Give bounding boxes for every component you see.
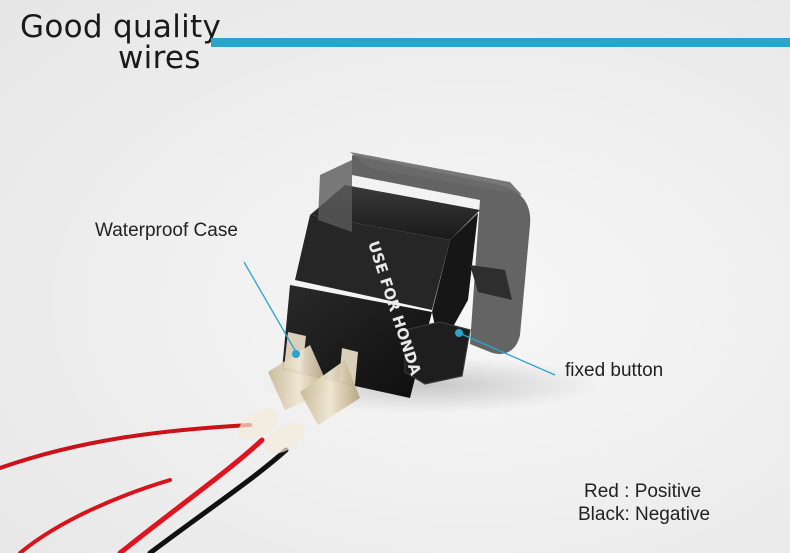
title-accent-bar: [211, 38, 790, 47]
fixed-button-marker: [455, 329, 463, 337]
page-title: Good quality wires: [20, 12, 221, 74]
legend-red-positive: Red : Positive: [584, 481, 702, 502]
fixed-button-clip: [404, 321, 471, 385]
legend-black-negative: Black: Negative: [578, 504, 711, 525]
title-line-1: Good quality: [20, 9, 222, 45]
back-plate: [350, 152, 531, 355]
black-negative-wire: [147, 447, 289, 553]
waterproof-case-leader-line: [243, 261, 297, 353]
waterproof-case-marker: [292, 350, 300, 358]
title-line-2: wires: [118, 40, 201, 76]
fixed-button-leader-line: [458, 332, 556, 376]
wire-color-legend: Red : Positive Black: Negative: [578, 480, 710, 526]
spade-terminals: [238, 332, 360, 454]
fixed-button-label: fixed button: [565, 360, 664, 381]
waterproof-case-label: Waterproof Case: [95, 220, 238, 241]
red-positive-wire: [117, 437, 265, 553]
red-wire-loop: [0, 423, 252, 470]
